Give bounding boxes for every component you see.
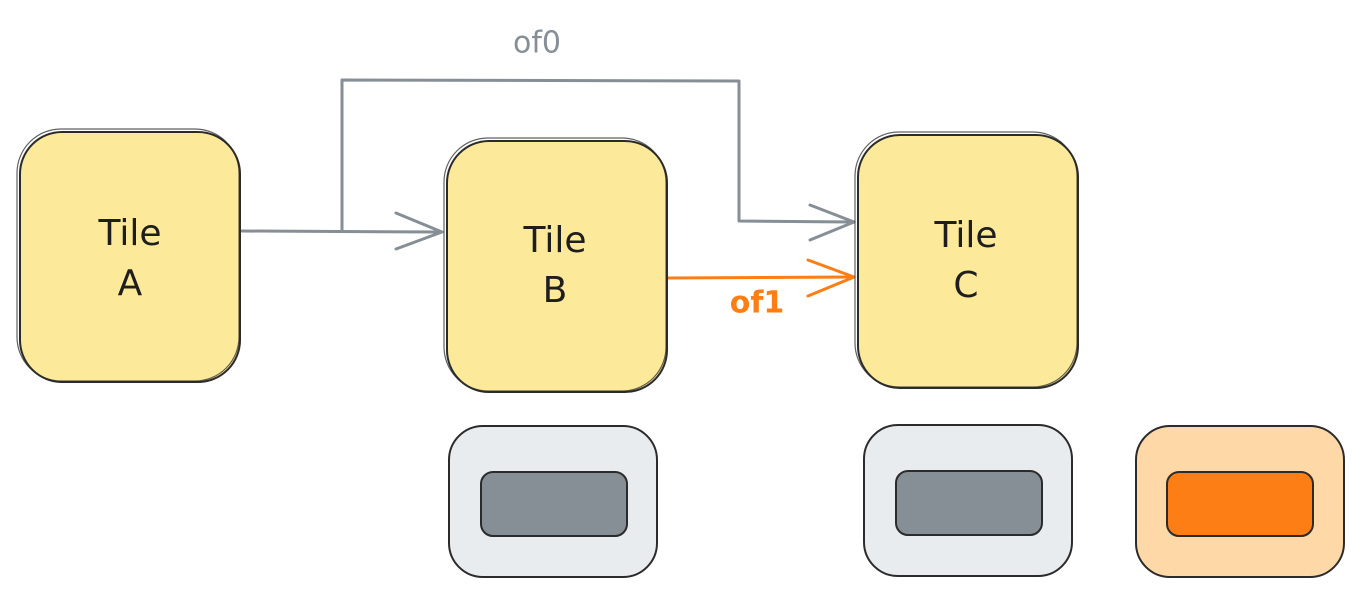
buffer-c-orange-inner — [1166, 471, 1314, 537]
tile-b-sketch-outline — [443, 137, 667, 392]
tile-b-label-line2: B — [543, 270, 568, 311]
buffer-c-gray — [863, 424, 1073, 577]
connection-of0: of0 — [240, 26, 856, 251]
tile-a-box — [19, 131, 241, 383]
tile-a: Tile A — [16, 128, 241, 383]
buffer-c-orange — [1135, 425, 1345, 578]
of0-label: of0 — [513, 26, 561, 61]
connection-of1: of1 — [666, 258, 856, 321]
tile-b-box — [446, 140, 668, 393]
of0-arrowhead-c — [808, 203, 856, 242]
of0-branch-line — [340, 78, 854, 233]
tile-c-label-line1: Tile — [933, 215, 997, 256]
tile-a-label-line2: A — [118, 263, 143, 304]
tile-c-label-line2: C — [953, 265, 978, 306]
tile-c-box — [857, 134, 1079, 389]
tile-a-sketch-outline — [16, 128, 240, 382]
buffer-b — [448, 425, 658, 578]
of1-arrowhead-c — [806, 258, 856, 298]
tile-a-label-line1: Tile — [97, 213, 161, 254]
tile-b: Tile B — [443, 137, 668, 393]
tile-c-sketch-outline — [854, 131, 1078, 388]
of0-arrowhead-b — [394, 211, 444, 251]
tile-b-label-line1: Tile — [522, 220, 586, 261]
of1-label: of1 — [730, 286, 785, 321]
tile-c: Tile C — [854, 131, 1079, 389]
buffer-c-gray-inner — [895, 470, 1043, 536]
buffer-b-inner — [480, 471, 628, 537]
of1-line-b-to-c — [666, 275, 854, 280]
